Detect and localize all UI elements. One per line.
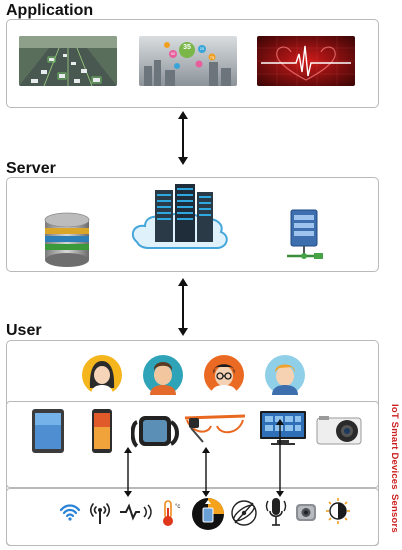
glasses-user-avatar bbox=[204, 355, 244, 395]
pulse-sensor-icon bbox=[120, 503, 152, 521]
tablet-icon bbox=[32, 409, 64, 453]
sensors-label: Sensors bbox=[389, 494, 400, 533]
dashboard-value-1: 50 bbox=[170, 51, 176, 56]
gyroscope-sensor-icon bbox=[231, 500, 257, 526]
network-server-icon bbox=[287, 209, 323, 259]
smart-city-dashboard-thumbnail: 35 50 20 75 bbox=[139, 36, 237, 86]
heartbeat-app-thumbnail bbox=[257, 36, 355, 86]
dashboard-value-3: 75 bbox=[209, 55, 215, 60]
server-title: Server bbox=[6, 160, 56, 177]
smartwatch-icon bbox=[131, 416, 179, 448]
server-user-arrow bbox=[178, 278, 188, 336]
camera-sensor-icon bbox=[296, 504, 316, 521]
light-sensor-icon bbox=[326, 498, 350, 524]
database-icon bbox=[44, 212, 90, 267]
male-user-avatar bbox=[143, 355, 183, 395]
iot-devices-label: IoT Smart Devices bbox=[389, 404, 400, 490]
application-panel: 35 50 20 75 bbox=[6, 19, 379, 108]
smartphone-icon bbox=[92, 409, 112, 453]
tv-sensor-arrow bbox=[276, 419, 284, 497]
sensors-row: °c bbox=[6, 488, 379, 546]
smart-glasses-icon bbox=[184, 414, 246, 443]
temperature-sensor-icon: °c bbox=[163, 500, 180, 526]
app-server-arrow bbox=[178, 111, 188, 165]
motion-sensor-icon bbox=[192, 498, 224, 530]
camera-icon bbox=[316, 416, 362, 445]
dashboard-value-2: 20 bbox=[199, 46, 205, 51]
watch-sensor-arrow bbox=[124, 447, 132, 497]
user-title: User bbox=[6, 322, 42, 339]
application-title: Application bbox=[6, 2, 94, 19]
server-panel bbox=[6, 177, 379, 272]
server-rack-cloud-icon bbox=[131, 184, 228, 249]
iot-devices-row bbox=[6, 401, 379, 488]
dashboard-big-value: 35 bbox=[183, 44, 191, 51]
wifi-sensor-icon bbox=[59, 504, 81, 521]
glasses-sensor-arrow bbox=[202, 447, 210, 497]
user-panel: °c bbox=[6, 340, 379, 546]
young-user-avatar bbox=[265, 355, 305, 395]
traffic-app-thumbnail bbox=[19, 36, 117, 86]
microphone-sensor-icon bbox=[265, 498, 287, 526]
svg-text:°c: °c bbox=[175, 504, 180, 510]
female-user-avatar bbox=[82, 355, 122, 395]
antenna-sensor-icon bbox=[89, 503, 111, 524]
